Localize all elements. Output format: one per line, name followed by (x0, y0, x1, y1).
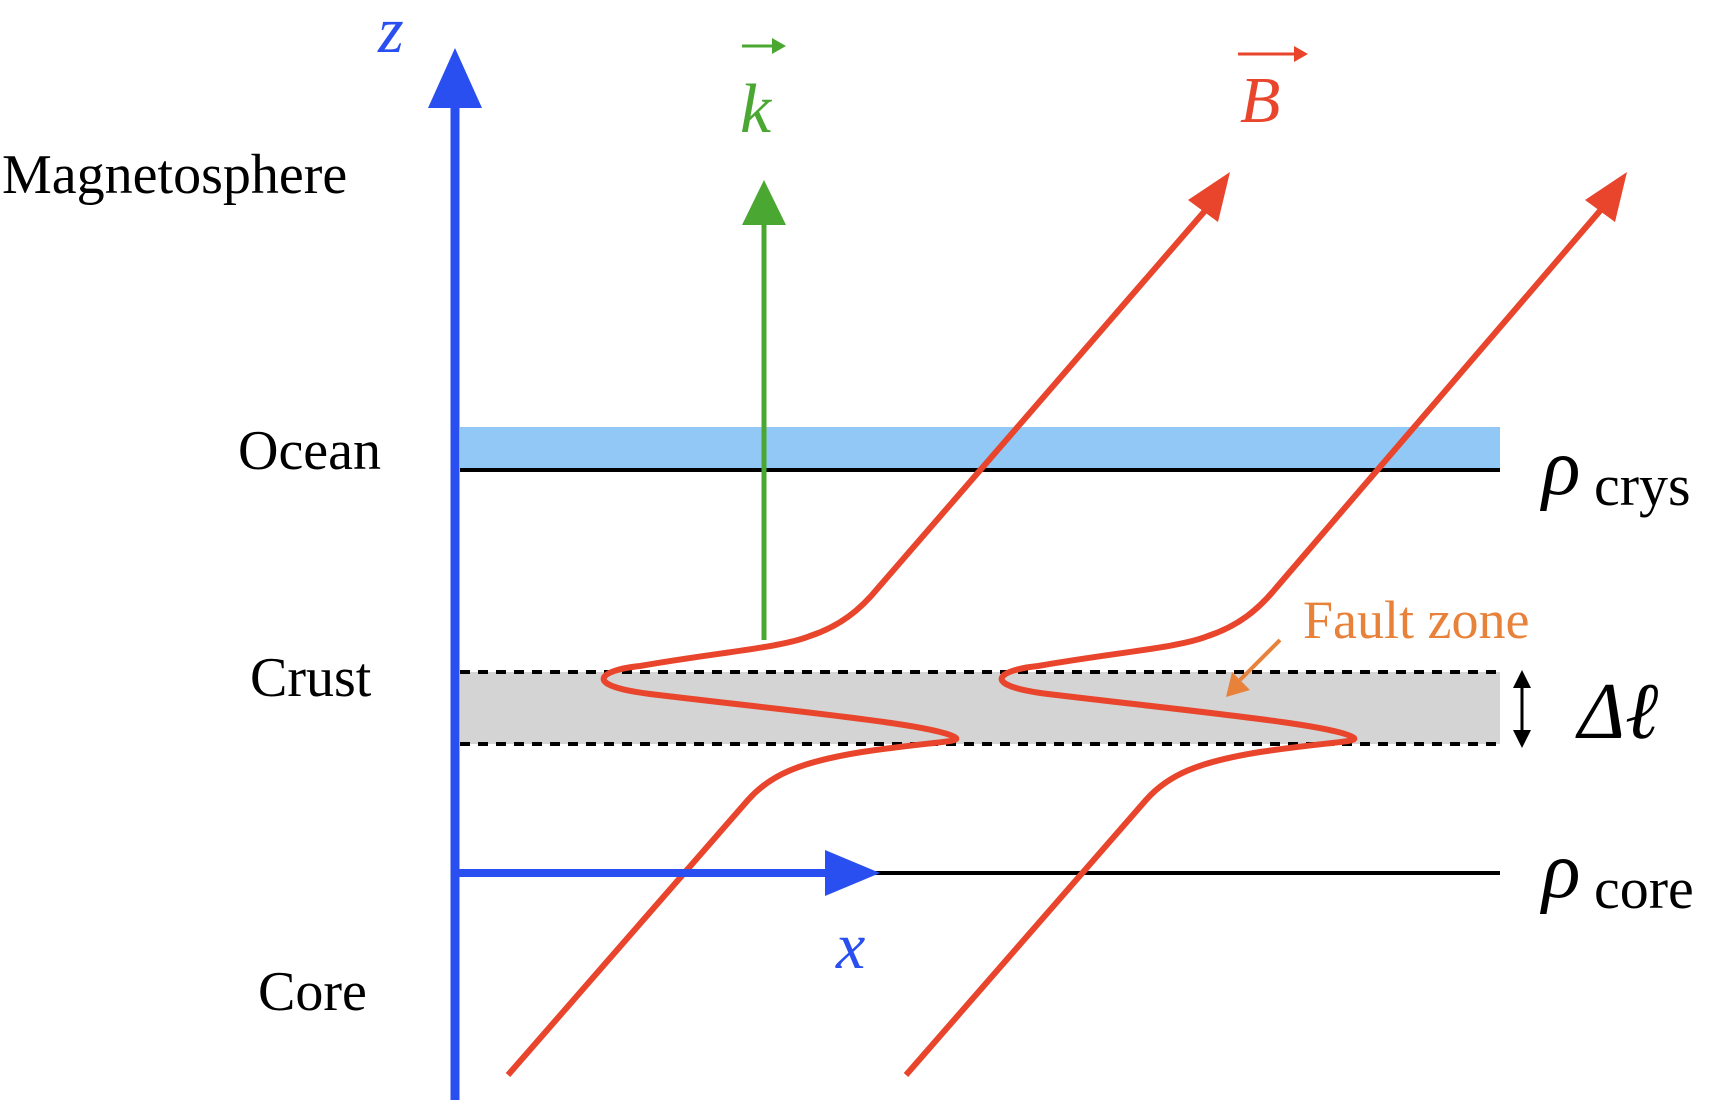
fault-zone-label: Fault zone (1303, 590, 1529, 650)
core-label: Core (258, 961, 367, 1023)
x-axis-arrowhead (825, 850, 880, 896)
field-line-left (505, 203, 1213, 1077)
z-axis-arrowhead (428, 48, 482, 108)
B-overarrow-head (1294, 46, 1308, 62)
field-line-right-arrowhead (1585, 172, 1627, 222)
thickness-arrow-bottom-head (1513, 730, 1531, 748)
B-vector-label: B (1240, 64, 1280, 137)
x-axis-label: x (835, 910, 865, 983)
ocean-label: Ocean (238, 420, 381, 482)
crust-label: Crust (250, 647, 372, 709)
rho-core-subscript: core (1594, 856, 1694, 921)
fault-thickness-label: Δℓ (1575, 668, 1658, 756)
magnetosphere-label: Magnetosphere (2, 144, 347, 206)
k-vector-arrowhead (742, 180, 786, 225)
fault-zone-pointer-arrowhead (1226, 672, 1250, 697)
field-line-left-arrowhead (1188, 172, 1230, 222)
thickness-arrow-top-head (1513, 670, 1531, 688)
fault-zone-pointer-shaft (1238, 638, 1282, 682)
field-line-right (903, 203, 1608, 1077)
rho-core-symbol: ρ (1539, 827, 1580, 915)
ocean-band (460, 427, 1500, 469)
rho-crys-subscript: crys (1594, 453, 1691, 518)
z-axis-label: z (377, 0, 404, 67)
k-overarrow-head (772, 38, 786, 54)
k-vector-label: k (740, 71, 773, 148)
rho-crys-symbol: ρ (1539, 424, 1580, 512)
